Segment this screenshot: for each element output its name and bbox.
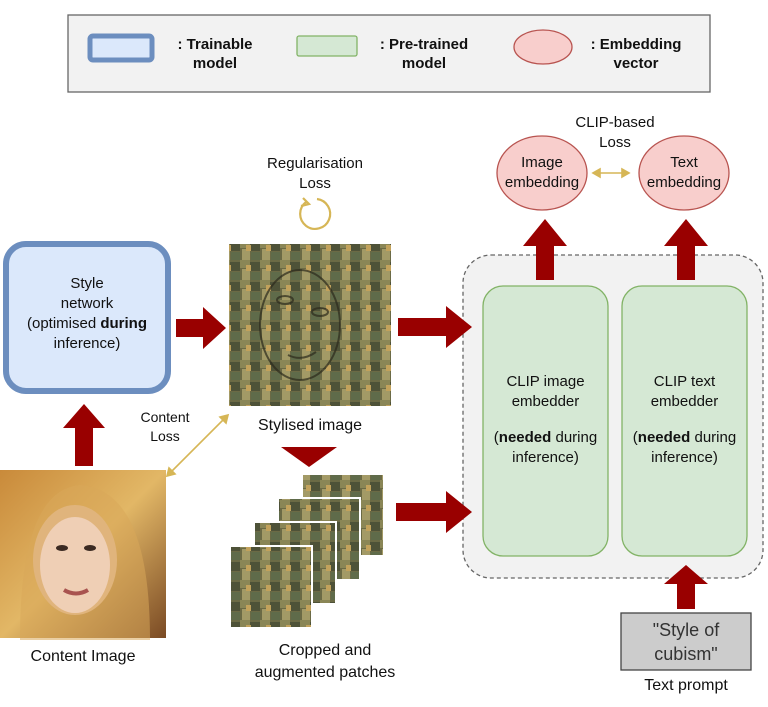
arrow-network-to-stylised — [176, 307, 226, 349]
clip-image-embedder-label: CLIP image embedder (needed during infer… — [483, 372, 608, 468]
clip-text-embedder-box — [621, 285, 748, 557]
image-embedding-label: Image embedding — [497, 153, 587, 193]
content-image-label: Content Image — [30, 648, 136, 665]
clip-image-embedder-box — [482, 285, 609, 557]
text-prompt-box — [620, 612, 752, 671]
flow-arrows — [63, 219, 708, 609]
clip-image-embedder-spacer — [483, 412, 608, 428]
text-prompt-line1: "Style of — [652, 620, 720, 640]
arrow-content-to-network — [63, 404, 105, 466]
regularisation-loop-icon — [299, 197, 332, 230]
patches-label: Cropped and augmented patches — [225, 640, 425, 684]
style-network-line1: Style — [70, 275, 104, 292]
clip-image-embedder-line4: inference) — [512, 449, 579, 466]
clip-loss-line1: CLIP-based — [575, 114, 655, 131]
legend-box — [67, 14, 711, 93]
patches-label-line1: Cropped and — [278, 642, 372, 659]
regularisation-loss-line1: Regularisation — [267, 155, 363, 172]
content-loss-line1: Content — [140, 409, 190, 425]
clip-image-needed-bold: needed — [498, 429, 552, 446]
regularisation-loss-line2: Loss — [299, 175, 331, 192]
legend-pretrained-line2: model — [401, 55, 447, 72]
content-image — [0, 470, 166, 640]
text-embedding-line1: Text — [670, 154, 698, 171]
stylised-face-hint — [259, 269, 341, 381]
style-network-line4: inference) — [53, 335, 121, 352]
legend-pretrained-swatch — [296, 35, 358, 57]
clip-text-needed-rest: during — [690, 429, 737, 446]
clip-image-embedder-line1: CLIP image — [506, 373, 585, 390]
stylised-image-label: Stylised image — [257, 417, 363, 434]
text-prompt-line2: cubism" — [654, 644, 718, 664]
clip-text-embedder-line1: CLIP text — [653, 373, 716, 390]
legend-embedding-line1: : Embedding — [590, 36, 682, 53]
text-embedding-line2: embedding — [646, 174, 722, 191]
style-network-box — [3, 241, 171, 394]
legend-embedding-line2: vector — [613, 55, 659, 72]
patches-label-line2: augmented patches — [254, 664, 396, 681]
arrow-patches-to-clip — [396, 491, 472, 533]
arrow-stylised-to-patches — [281, 447, 337, 467]
clip-text-needed-bold: needed — [637, 429, 691, 446]
text-prompt-value: "Style of cubism" — [621, 618, 751, 666]
content-loss-line2: Loss — [150, 428, 180, 444]
style-network-line2: network — [60, 295, 114, 312]
clip-text-embedder-label: CLIP text embedder (needed during infere… — [622, 372, 747, 468]
patch-stack — [229, 473, 385, 629]
arrow-prompt-up — [664, 565, 708, 609]
image-embedding-line2: embedding — [504, 174, 580, 191]
clip-image-needed-rest: during — [551, 429, 598, 446]
stylised-image — [229, 244, 391, 406]
legend-trainable-line1: : Trainable — [177, 36, 253, 53]
legend-trainable-label: : Trainable model — [160, 35, 270, 73]
legend-embedding-label: : Embedding vector — [576, 35, 696, 73]
clip-loss-label: CLIP-based Loss — [555, 113, 675, 153]
legend-trainable-swatch — [87, 33, 155, 63]
style-network-line3-bold: during — [100, 315, 147, 332]
image-embedding-line1: Image — [521, 154, 563, 171]
text-prompt-caption: Text prompt — [644, 677, 728, 694]
style-network-line3-prefix: (optimised — [26, 315, 101, 332]
arrow-clip-image-up — [523, 219, 567, 280]
text-embedding-ellipse — [638, 135, 730, 211]
clip-image-embedder-line3: (needed during — [493, 429, 598, 446]
legend-pretrained-label: : Pre-trained model — [364, 35, 484, 73]
loss-arrows — [165, 167, 631, 478]
clip-text-embedder-line2: embedder — [650, 393, 719, 410]
content-loss-label: Content Loss — [120, 408, 210, 446]
arrow-stylised-to-clip — [398, 306, 472, 348]
text-embedding-label: Text embedding — [639, 153, 729, 193]
clip-text-embedder-line4: inference) — [651, 449, 718, 466]
legend-embedding-swatch — [513, 29, 573, 65]
legend-pretrained-line1: : Pre-trained — [379, 36, 469, 53]
clip-text-embedder-line3: (needed during — [632, 429, 737, 446]
legend-trainable-line2: model — [192, 55, 238, 72]
clip-image-embedder-line2: embedder — [511, 393, 580, 410]
style-network-label: Style network (optimised during inferenc… — [10, 274, 164, 354]
clip-text-embedder-spacer — [622, 412, 747, 428]
clip-loss-line2: Loss — [599, 134, 631, 151]
image-embedding-ellipse — [496, 135, 588, 211]
style-network-line3: (optimised during — [10, 314, 164, 334]
regularisation-loss-label: Regularisation Loss — [245, 154, 385, 194]
arrow-clip-text-up — [664, 219, 708, 280]
